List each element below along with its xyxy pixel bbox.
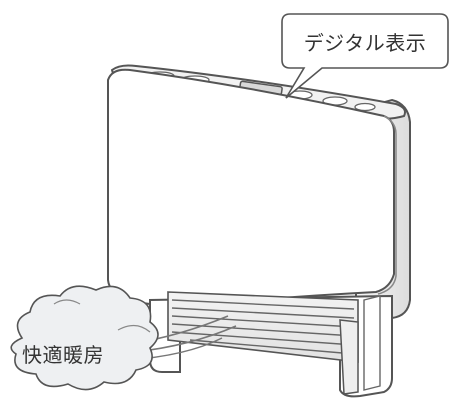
right-leg-inner [363, 295, 381, 391]
front-panel-edge [377, 115, 397, 295]
button-5 [354, 102, 376, 112]
warm-air-cloud [10, 285, 159, 391]
grill-slats [171, 299, 355, 355]
digital-display-label: デジタル表示 [303, 31, 427, 55]
right-leg [339, 319, 359, 395]
cloud-inner-swirl [53, 299, 151, 333]
comfort-heating-label: 快適暖房 [22, 343, 104, 367]
callout-bubble [281, 13, 449, 99]
